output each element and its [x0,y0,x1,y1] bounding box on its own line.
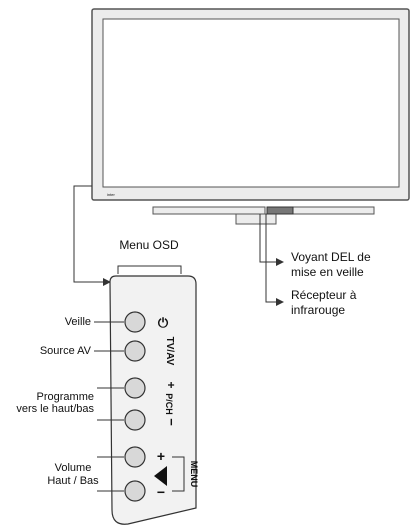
tv-stand-left [152,206,266,215]
volume-minus-sign: − [157,484,165,500]
programme-label-line1: Programme [37,391,94,403]
volume-label-line2: Haut / Bas [47,475,99,487]
standby-button[interactable] [124,311,146,333]
veille-label: Veille [65,316,91,328]
led-ir-sensor [266,206,294,215]
ir-label-line1: Récepteur à [291,288,357,302]
television: inter [91,8,410,225]
volume-up-button[interactable] [124,446,146,468]
tv-stand-right [292,206,375,215]
connector-tv-to-panel [73,185,111,286]
program-up-button[interactable] [124,377,146,399]
menu-osd-bracket [117,265,182,274]
tv-brand-logo: inter [107,192,115,197]
tv-stand-neck [235,213,277,225]
pch-minus-sign: − [164,418,179,426]
source-av-button[interactable] [124,340,146,362]
pch-plus-sign: + [164,381,178,388]
button-panel [109,275,197,525]
volume-down-button[interactable] [124,480,146,502]
menu-bracket [172,456,185,492]
ir-label-line2: infrarouge [291,303,345,317]
menu-osd-label: Menu OSD [119,238,179,252]
pch-text: P/CH [164,393,174,415]
ir-leader-line [265,214,284,306]
volume-wedge-icon [154,466,167,486]
led-label-line1: Voyant DEL de [291,250,371,264]
power-icon: ⏻ [158,315,169,330]
program-down-button[interactable] [124,409,146,431]
menu-text: MENU [189,461,199,488]
volume-plus-sign: + [157,448,165,464]
tv-screen [102,18,400,188]
programme-label-line2: vers le haut/bas [16,403,94,415]
tvav-text: TV/AV [164,337,175,366]
led-leader-line [259,214,284,266]
led-label-line2: mise en veille [291,265,364,279]
source-av-label: Source AV [40,345,92,357]
volume-label-line1: Volume [55,462,92,474]
